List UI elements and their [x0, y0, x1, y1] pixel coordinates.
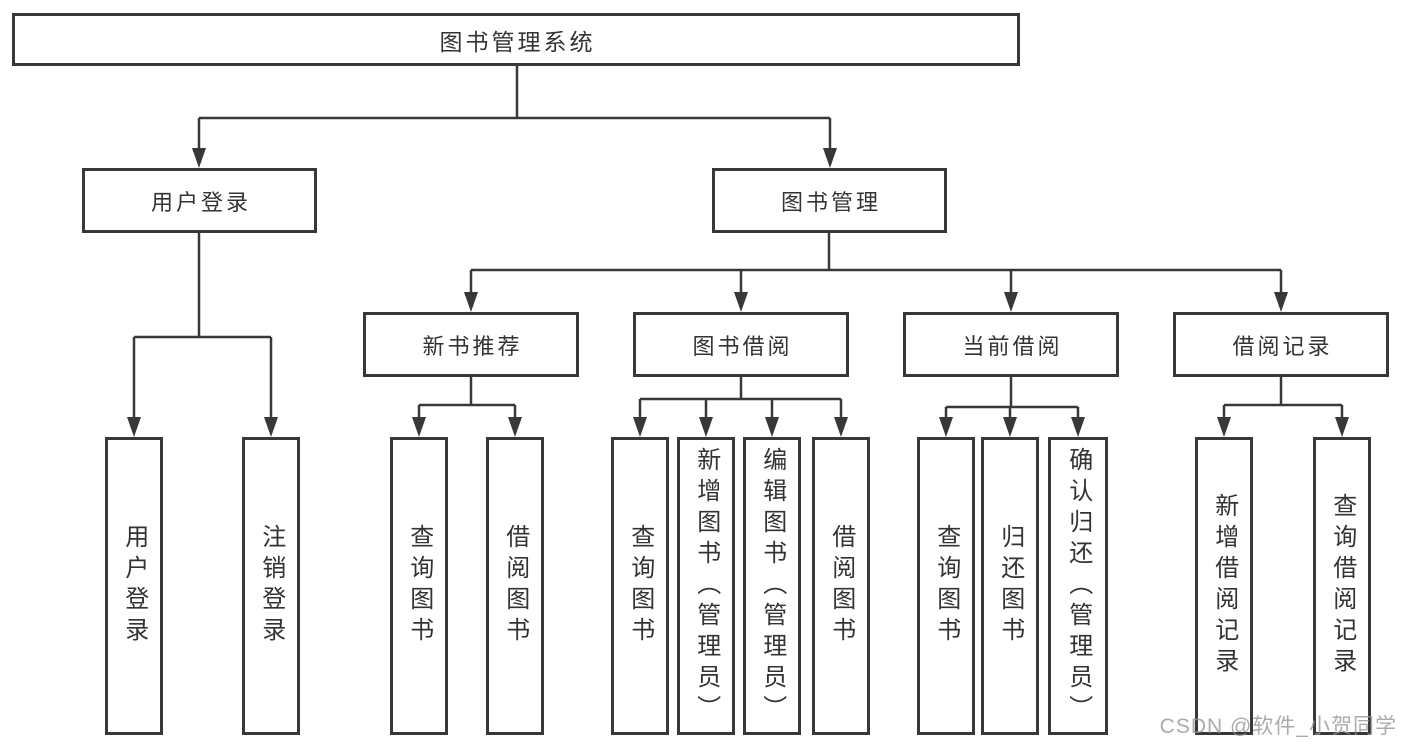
leaf-query-books-recommend: 查询图书 [390, 437, 448, 735]
leaf-borrow-books-label: 借阅图书 [827, 524, 855, 648]
leaf-confirm-return-admin: 确认归还（管理员） [1048, 437, 1108, 735]
connector-borrow-records-children [1217, 377, 1349, 437]
node-current-borrow-label: 当前借阅 [962, 333, 1063, 359]
leaf-query-books-recommend-label: 查询图书 [405, 524, 433, 648]
node-new-book-recommend: 新书推荐 [363, 312, 579, 377]
leaf-logout-label: 注销登录 [257, 524, 285, 648]
leaf-edit-book-admin-label: 编辑图书（管理员） [758, 446, 786, 726]
leaf-add-book-admin-label: 新增图书（管理员） [692, 446, 720, 726]
leaf-user-login: 用户登录 [105, 437, 163, 735]
node-root: 图书管理系统 [12, 13, 1020, 66]
leaf-confirm-return-admin-label: 确认归还（管理员） [1064, 446, 1092, 726]
leaf-borrow-books-recommend: 借阅图书 [486, 437, 544, 735]
leaf-return-books-label: 归还图书 [996, 524, 1024, 648]
node-book-borrow: 图书借阅 [633, 312, 849, 377]
node-user-login-label: 用户登录 [150, 189, 251, 215]
leaf-borrow-books-recommend-label: 借阅图书 [501, 524, 529, 648]
node-book-management: 图书管理 [712, 168, 947, 233]
leaf-query-borrow-record-label: 查询借阅记录 [1328, 493, 1356, 679]
leaf-edit-book-admin: 编辑图书（管理员） [743, 437, 801, 735]
csdn-watermark: CSDN @软件_小贺同学 [1159, 715, 1397, 738]
node-user-login: 用户登录 [82, 168, 317, 233]
leaf-query-books-current-label: 查询图书 [932, 524, 960, 648]
connector-current-borrow-children [939, 377, 1085, 437]
leaf-user-login-label: 用户登录 [120, 524, 148, 648]
node-root-label: 图书管理系统 [439, 28, 596, 55]
leaf-add-borrow-record-label: 新增借阅记录 [1210, 493, 1238, 679]
leaf-query-books-current: 查询图书 [917, 437, 975, 735]
node-book-borrow-label: 图书借阅 [692, 333, 793, 359]
connector-root-to-level2 [192, 66, 837, 168]
connector-user-login-children [127, 233, 278, 437]
leaf-query-books-borrow: 查询图书 [611, 437, 669, 735]
leaf-query-borrow-record: 查询借阅记录 [1313, 437, 1371, 735]
node-borrow-records-label: 借阅记录 [1232, 333, 1333, 359]
leaf-return-books: 归还图书 [981, 437, 1039, 735]
leaf-logout: 注销登录 [242, 437, 300, 735]
connector-book-borrow-children [633, 377, 848, 437]
leaf-add-borrow-record: 新增借阅记录 [1195, 437, 1253, 735]
connector-book-management-to-level3 [464, 232, 1288, 312]
node-new-book-recommend-label: 新书推荐 [422, 333, 523, 359]
leaf-query-books-borrow-label: 查询图书 [626, 524, 654, 648]
connector-new-book-recommend-children [412, 377, 522, 437]
node-borrow-records: 借阅记录 [1173, 312, 1389, 377]
leaf-borrow-books: 借阅图书 [812, 437, 870, 735]
leaf-add-book-admin: 新增图书（管理员） [677, 437, 735, 735]
node-book-management-label: 图书管理 [780, 189, 881, 215]
node-current-borrow: 当前借阅 [903, 312, 1119, 377]
